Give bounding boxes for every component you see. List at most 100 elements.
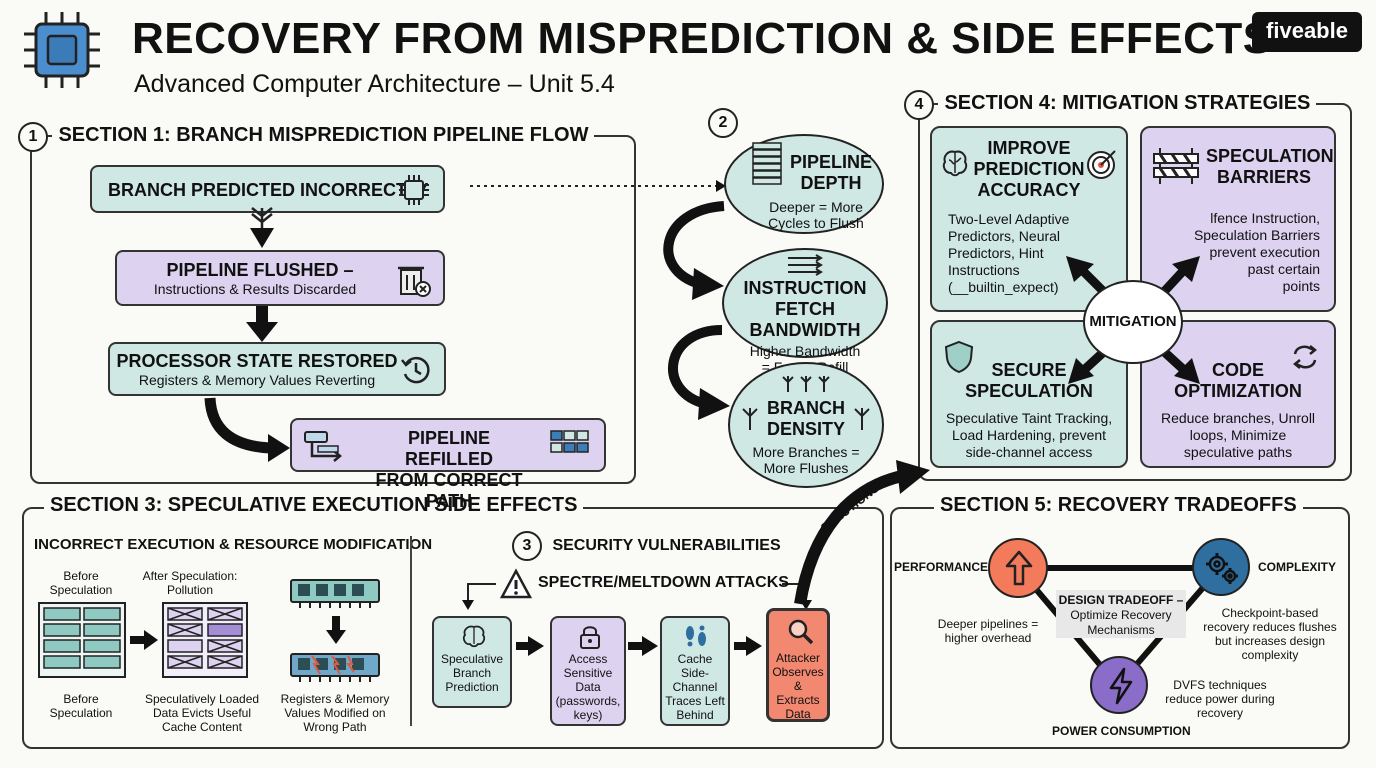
memory-module-icon: [290, 576, 380, 610]
brain-small-icon: [460, 624, 488, 648]
s2-line-4: (passwords,: [555, 694, 621, 708]
fetch-bandwidth-title1: INSTRUCTION: [743, 278, 867, 298]
lock-icon: [578, 624, 602, 650]
up-arrow-icon: [1005, 550, 1033, 586]
parallel-arrows-icon: [786, 254, 826, 278]
barriers-title-2: BARRIERS: [1216, 167, 1311, 187]
refresh-icon: [1290, 342, 1320, 372]
s2-line-3: Data: [575, 680, 601, 694]
bottom-before-2: Speculation: [49, 706, 113, 720]
arrow-right-icon: [130, 630, 158, 650]
reg-caption-2: Values Modified on: [284, 706, 386, 720]
improve-body-3: Predictors, Hint: [948, 245, 1044, 261]
arrow-down-icon: [326, 616, 346, 644]
branch-right-icon: [852, 404, 872, 430]
comp-note-2: recovery reduces flushes: [1203, 620, 1337, 634]
design-tradeoff-box: DESIGN TRADEOFF – Optimize Recovery Mech…: [1056, 590, 1186, 638]
power-node: [1090, 656, 1148, 714]
secure-body-1: Speculative Taint Tracking,: [945, 410, 1113, 426]
s1-line-3: Prediction: [445, 680, 499, 694]
perf-note-1: Deeper pipelines =: [937, 617, 1039, 631]
section1-title: SECTION 1: BRANCH MISPREDICTION PIPELINE…: [52, 124, 595, 146]
side-channel-step: Cache Side- Channel Traces Left Behind: [660, 616, 730, 726]
fetch-bandwidth-sub1: Higher Bandwidth: [749, 343, 861, 359]
barriers-body-3: prevent execution: [1209, 244, 1320, 260]
improve-prediction-card: IMPROVE PREDICTION ACCURACY Two-Level Ad…: [930, 126, 1128, 312]
s1-line-2: Branch: [452, 666, 492, 680]
pipeline-blocks-icon: [550, 430, 590, 462]
after-label-2: Pollution: [166, 583, 214, 597]
tradeoff-line-1: DESIGN TRADEOFF –: [1058, 593, 1184, 607]
brain-icon: [940, 148, 970, 178]
page-subtitle: Advanced Computer Architecture – Unit 5.…: [134, 70, 615, 98]
code-title-1: CODE: [1211, 360, 1264, 380]
cpu-logo-icon: [22, 10, 102, 90]
s3-line-4: Traces Left: [665, 694, 725, 708]
secure-body-2: Load Hardening, prevent: [951, 427, 1107, 443]
branch-predicted-box: BRANCH PREDICTED INCORRECTLY: [90, 165, 445, 213]
chip-icon: [399, 175, 429, 205]
tradeoff-line-2: Optimize Recovery: [1070, 608, 1172, 622]
gears-icon: [1202, 548, 1242, 588]
branch-left-icon: [740, 404, 760, 430]
section4-title: SECTION 4: MITIGATION STRATEGIES: [938, 92, 1317, 114]
page-title: RECOVERY FROM MISPREDICTION & SIDE EFFEC…: [132, 14, 1273, 63]
state-restored-sub: Registers & Memory Values Reverting: [138, 372, 376, 388]
section2-number: 2: [708, 108, 738, 138]
cache-polluted-grid: [162, 602, 248, 678]
fetch-bandwidth-circle: INSTRUCTION FETCH BANDWIDTH Higher Bandw…: [722, 248, 888, 375]
pipeline-depth-sub2: Cycles to Flush: [768, 215, 864, 231]
history-clock-icon: [400, 354, 432, 386]
stack-icon: [752, 142, 782, 192]
target-icon: [1086, 148, 1118, 180]
improve-body-1: Two-Level Adaptive: [948, 211, 1070, 227]
route-icon: [304, 430, 346, 464]
s2-line-1: Access: [568, 652, 608, 666]
before-label-1: Before: [63, 569, 99, 583]
cache-caption-1: Speculatively Loaded: [144, 692, 260, 706]
reg-caption-3: Wrong Path: [303, 720, 367, 734]
power-note-3: recovery: [1196, 706, 1243, 720]
performance-node: [988, 538, 1048, 598]
cache-before-grid: [38, 602, 126, 678]
secure-title-1: SECURE: [991, 360, 1067, 380]
pipeline-depth-sub1: Deeper = More: [769, 199, 863, 215]
s4-line-4: Data: [785, 707, 811, 721]
brand-logo[interactable]: fiveable: [1252, 12, 1362, 52]
code-body-1: Reduce branches, Unroll: [1160, 410, 1316, 426]
warning-icon: [499, 568, 533, 599]
s3-line-3: Channel: [672, 680, 718, 694]
section2-heading: 2: [708, 108, 738, 138]
code-title-2: OPTIMIZATION: [1174, 381, 1302, 401]
barriers-body-4: past certain: [1247, 261, 1320, 277]
improve-body-2: Predictors, Neural: [948, 228, 1061, 244]
comp-note-1: Checkpoint-based: [1221, 606, 1319, 620]
section4-heading: 4 SECTION 4: MITIGATION STRATEGIES: [904, 90, 1317, 120]
pipeline-depth-title1: PIPELINE: [789, 152, 873, 172]
pipeline-flushed-title: PIPELINE FLUSHED –: [166, 260, 354, 280]
bottom-before-1: Before: [63, 692, 99, 706]
pipeline-depth-title2: DEPTH: [800, 173, 862, 193]
branch-density-title2: DENSITY: [766, 419, 845, 439]
improve-title-3: ACCURACY: [977, 180, 1081, 200]
pipeline-refilled-box: PIPELINE REFILLED FROM CORRECT PATH: [290, 418, 606, 511]
section3-title: SECTION 3: SPECULATIVE EXECUTION SIDE EF…: [44, 494, 584, 517]
branch-density-sub2: More Flushes: [763, 460, 849, 476]
branch-density-title1: BRANCH: [767, 398, 845, 418]
pipeline-refilled-line2: FROM CORRECT PATH: [375, 470, 523, 511]
magnifier-icon: [786, 617, 814, 645]
section5-title: SECTION 5: RECOVERY TRADEOFFS: [934, 494, 1303, 517]
vuln-heading: 3 SECURITY VULNERABILITIES: [512, 531, 781, 561]
code-body-3: speculative paths: [1183, 444, 1293, 460]
perf-note-2: higher overhead: [944, 631, 1032, 645]
s3-line-1: Cache: [677, 652, 713, 666]
section1-number: 1: [18, 122, 48, 152]
shield-icon: [944, 340, 974, 374]
lightning-icon: [1108, 667, 1134, 705]
branch-predicted-label: BRANCH PREDICTED INCORRECTLY: [108, 180, 429, 200]
s3-line-2: Side-: [680, 666, 709, 680]
performance-label: PERFORMANCE: [894, 560, 989, 574]
complexity-node: [1192, 538, 1250, 596]
pipeline-flushed-sub: Instructions & Results Discarded: [153, 281, 357, 297]
section3-divider: [410, 536, 412, 726]
